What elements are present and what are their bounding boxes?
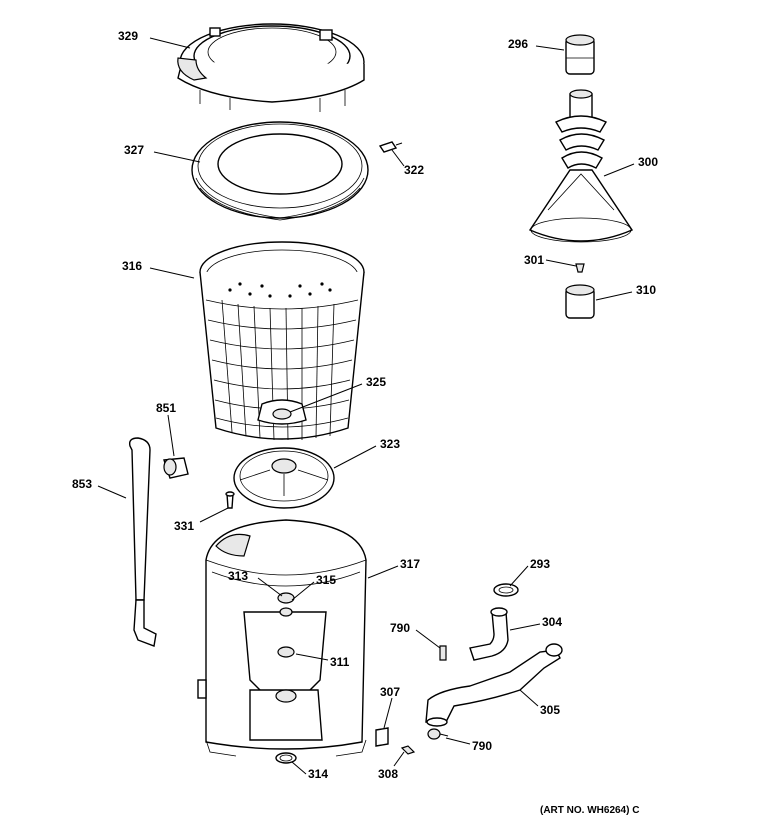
label-304: 304	[542, 615, 562, 629]
clip-851	[163, 457, 189, 479]
label-323: 323	[380, 437, 400, 451]
art-number: (ART NO. WH6264) C	[540, 805, 639, 816]
agitator-300	[528, 89, 634, 243]
screw-331	[225, 491, 235, 509]
screw-790-upper	[439, 645, 447, 661]
label-305: 305	[540, 703, 560, 717]
screw-308	[400, 745, 416, 755]
label-790-lower: 790	[472, 739, 492, 753]
label-313: 313	[228, 569, 248, 583]
bracket-307	[375, 727, 389, 747]
drain-hose-305	[425, 643, 563, 727]
label-300: 300	[638, 155, 658, 169]
label-790-upper: 790	[390, 621, 410, 635]
label-296: 296	[508, 37, 528, 51]
cap-296	[565, 34, 595, 75]
label-310: 310	[636, 283, 656, 297]
screw-790-lower	[427, 728, 449, 740]
coupling-310	[565, 284, 595, 319]
tub-cover-329	[177, 23, 365, 112]
label-329: 329	[118, 29, 138, 43]
wash-basket-316	[199, 241, 365, 441]
label-317: 317	[400, 557, 420, 571]
leader-lines	[97, 37, 635, 775]
label-853: 853	[72, 477, 92, 491]
label-307: 307	[380, 685, 400, 699]
clamp-293	[493, 583, 519, 597]
label-851: 851	[156, 401, 176, 415]
label-325: 325	[366, 375, 386, 389]
part-labels: 329 327 322 316 325 851 853 323 331 317 …	[72, 29, 658, 816]
label-308: 308	[378, 767, 398, 781]
label-311: 311	[330, 655, 350, 669]
label-331: 331	[174, 519, 194, 533]
label-301: 301	[524, 253, 544, 267]
label-293: 293	[530, 557, 550, 571]
pulsator-323	[233, 447, 335, 509]
label-322: 322	[404, 163, 424, 177]
hose-853	[128, 437, 157, 647]
label-315: 315	[316, 573, 336, 587]
tub-ring-327	[191, 121, 369, 221]
bolt-301	[575, 263, 585, 273]
label-314: 314	[308, 767, 328, 781]
label-327: 327	[124, 143, 144, 157]
outer-tub-317	[197, 519, 367, 757]
seal-314	[275, 752, 297, 764]
hose-304	[469, 607, 509, 661]
screw-322	[378, 141, 403, 153]
label-316: 316	[122, 259, 142, 273]
